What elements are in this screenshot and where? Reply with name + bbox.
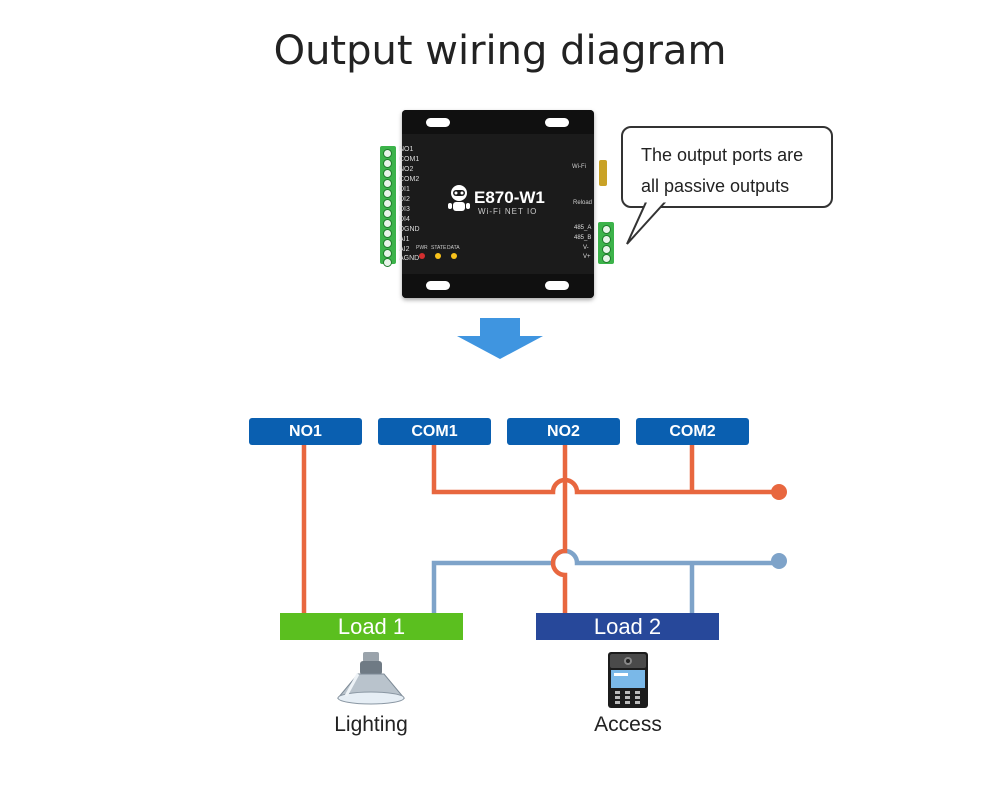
pin-label: DI2 <box>399 196 410 203</box>
port-no2: NO2 <box>507 418 620 445</box>
terminal-screw <box>383 189 392 198</box>
port-com2: COM2 <box>636 418 749 445</box>
port-com1: COM1 <box>378 418 491 445</box>
terminal-screw <box>383 229 392 238</box>
led-label: DATA <box>447 245 460 251</box>
terminal-screw <box>383 249 392 258</box>
page-title: Output wiring diagram <box>273 28 727 74</box>
mount-slot <box>426 118 450 127</box>
robot-logo-icon <box>448 185 470 211</box>
pin-label: COM1 <box>399 156 420 163</box>
mount-flange-bottom <box>402 274 594 298</box>
device-subtitle: Wi-Fi NET IO <box>478 207 538 216</box>
caption-lighting: Lighting <box>334 713 408 736</box>
terminal-screw <box>602 245 611 254</box>
access-control-icon <box>608 652 648 708</box>
pin-label: NO1 <box>399 146 414 153</box>
terminal-screw <box>383 219 392 228</box>
load-1: Load 1 <box>280 613 463 640</box>
terminal-dot-orange <box>771 484 787 500</box>
terminal-dot-blue <box>771 553 787 569</box>
pin-label: DI1 <box>399 186 410 193</box>
wire-no2 <box>550 445 568 613</box>
terminal-screw <box>383 149 392 158</box>
pin-label: DGND <box>399 226 420 233</box>
mount-flange-top <box>402 110 594 134</box>
caption-access: Access <box>594 713 662 736</box>
pin-label: 485_A <box>574 225 592 231</box>
lighting-lamp-icon <box>336 652 406 705</box>
terminal-screw <box>383 239 392 248</box>
load-2: Load 2 <box>536 613 719 640</box>
terminal-screw <box>383 169 392 178</box>
down-arrow-icon <box>457 318 543 359</box>
callout-tail <box>626 200 669 245</box>
device-body <box>402 110 594 298</box>
pin-label: COM2 <box>399 176 420 183</box>
terminal-screw <box>383 209 392 218</box>
pin-label: DI4 <box>399 216 410 223</box>
callout-bubble: The output ports are all passive outputs <box>621 126 833 208</box>
terminal-screw <box>383 159 392 168</box>
terminal-screw <box>602 235 611 244</box>
pin-label: V- <box>583 245 589 251</box>
wire-common-blue <box>431 548 778 613</box>
device-module: NO1 COM1 NO2 COM2 DI1 DI2 DI3 DI4 DGND A… <box>380 110 620 300</box>
led-label: PWR <box>416 245 428 251</box>
mount-slot <box>545 281 569 290</box>
pwr-led <box>419 253 425 259</box>
callout-text: The output ports are all passive outputs <box>641 145 804 196</box>
pin-label: AI1 <box>399 236 410 243</box>
terminal-screw <box>383 199 392 208</box>
pin-label: DI3 <box>399 206 410 213</box>
port-no1: NO1 <box>249 418 362 445</box>
terminal-screw <box>602 254 611 263</box>
led-label: STATE <box>431 245 447 251</box>
device-model: E870-W1 <box>474 188 545 207</box>
terminal-screw <box>383 258 392 267</box>
wifi-label: Wi-Fi <box>572 164 586 170</box>
mount-slot <box>545 118 569 127</box>
reload-label: Reload <box>573 200 593 206</box>
pin-label: 485_B <box>574 235 592 241</box>
state-led <box>435 253 441 259</box>
terminal-screw <box>602 225 611 234</box>
right-terminal-block <box>598 222 614 264</box>
data-led <box>451 253 457 259</box>
pin-label: AGND <box>399 255 420 262</box>
pin-label: NO2 <box>399 166 414 173</box>
pin-label: AI2 <box>399 246 410 253</box>
antenna-connector <box>599 160 607 186</box>
left-terminal-block <box>380 146 396 267</box>
mount-slot <box>426 281 450 290</box>
terminal-screw <box>383 179 392 188</box>
pin-label: V+ <box>583 254 591 260</box>
wire-com-orange <box>431 445 778 495</box>
